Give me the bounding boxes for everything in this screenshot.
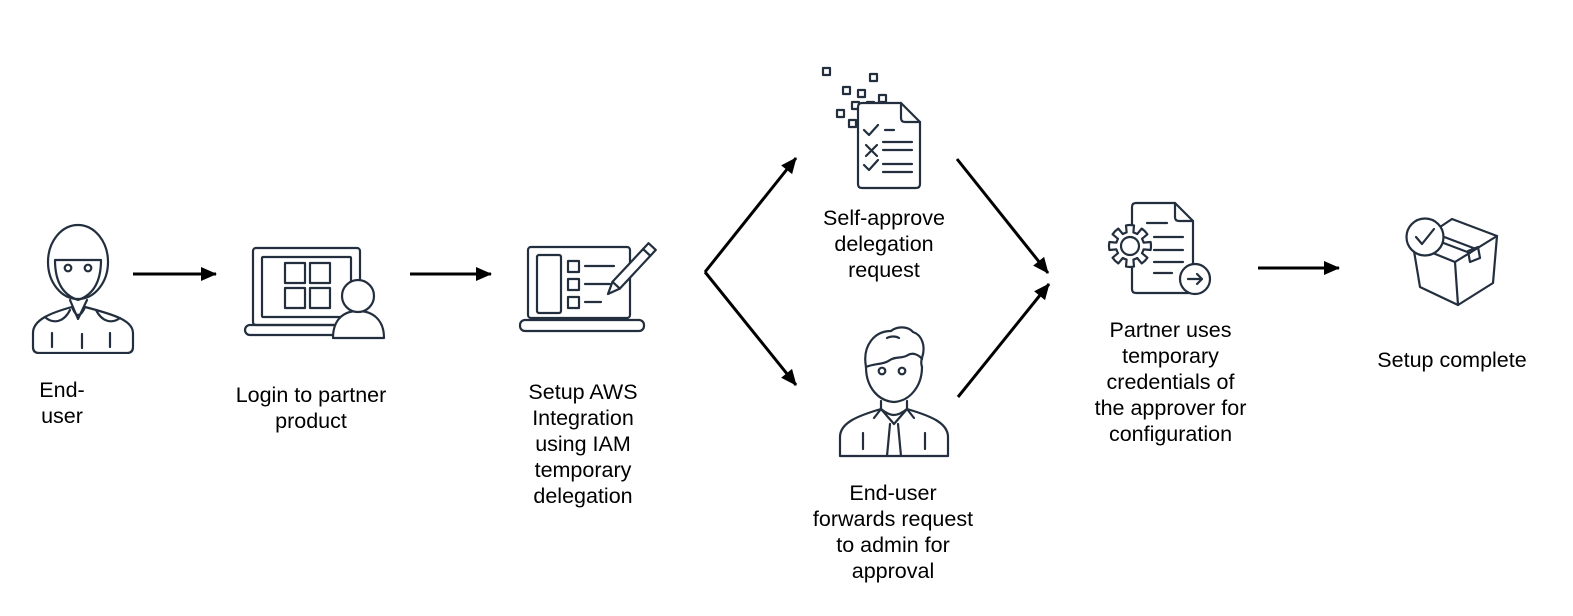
laptop-checklist-pencil-icon <box>518 242 657 333</box>
package-check-icon <box>1405 217 1499 307</box>
node-label-setup-aws: Setup AWS Integration using IAM temporar… <box>528 380 638 508</box>
node-label-forward-admin: End-user forwards request to admin for a… <box>812 481 974 583</box>
arrow-setup-to-forward <box>703 271 798 386</box>
user-icon <box>31 223 135 354</box>
node-label-self-approve: Self-approve delegation request <box>823 206 945 282</box>
approval-checklist-document-icon <box>821 66 922 190</box>
document-gear-arrow-icon <box>1107 201 1212 296</box>
node-label-login-partner: Login to partner product <box>235 383 387 433</box>
node-label-end-user: End- user <box>39 378 85 428</box>
node-label-setup-complete: Setup complete <box>1377 348 1527 372</box>
admin-user-icon <box>838 326 950 458</box>
arrow-setup-to-selfapprove <box>703 157 798 273</box>
laptop-user-icon <box>243 246 386 340</box>
arrow-forward-to-credentials <box>956 283 1051 398</box>
arrow-selfapprove-to-credentials <box>955 158 1050 274</box>
node-label-partner-credentials: Partner uses temporary credentials of th… <box>1094 318 1247 446</box>
